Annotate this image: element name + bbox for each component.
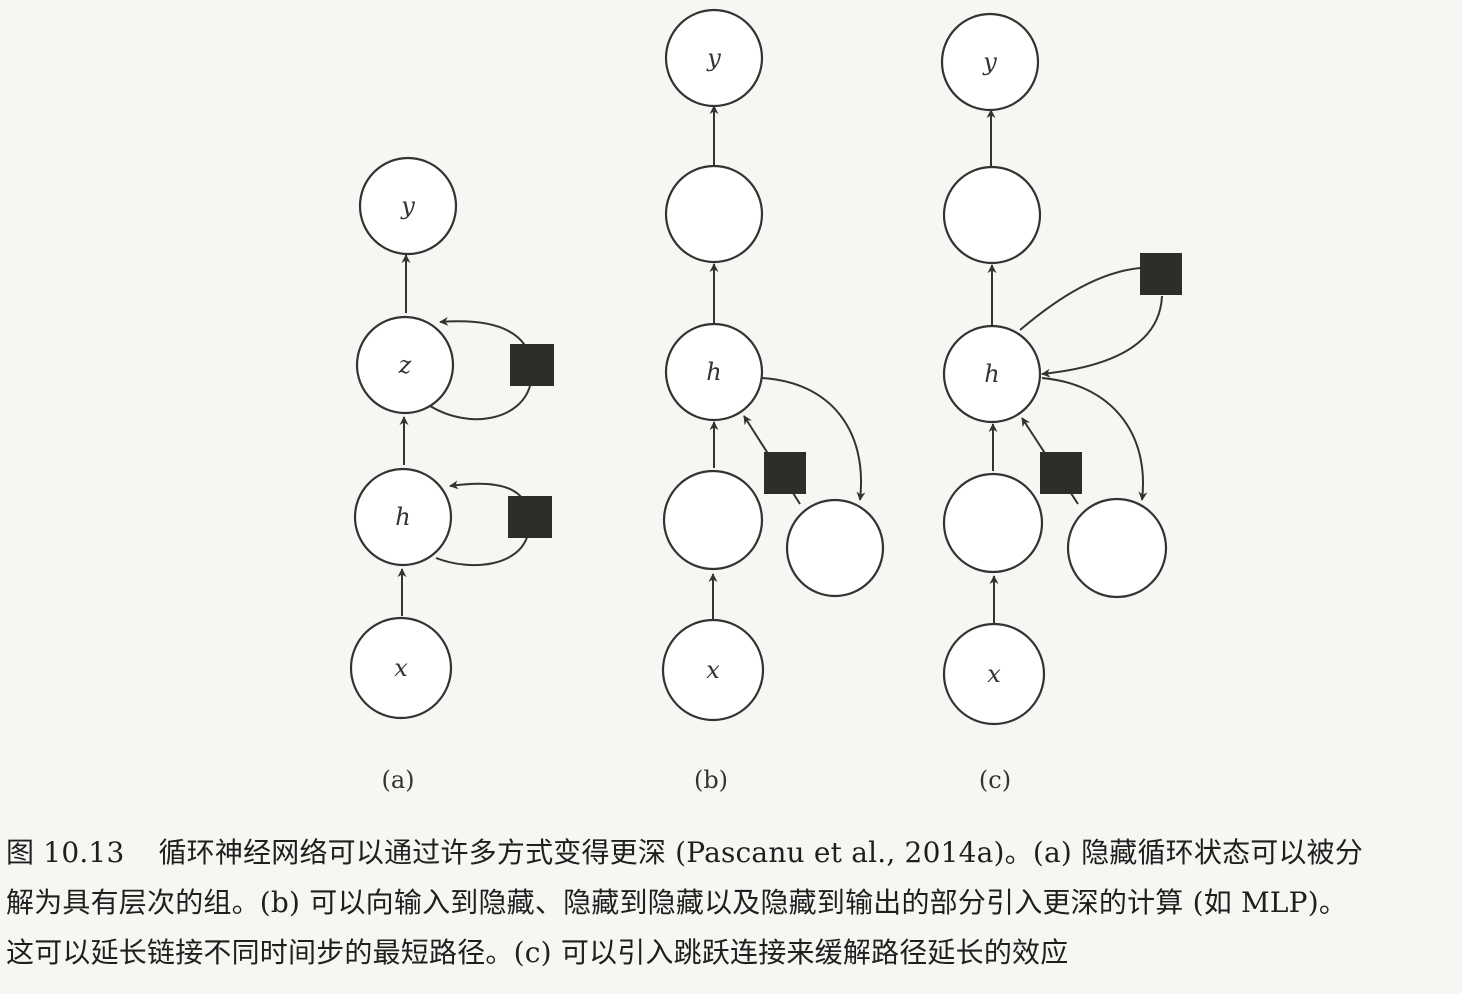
svg-text:h: h — [395, 503, 410, 531]
delay-box-b — [764, 452, 806, 494]
node-b-h: h — [664, 322, 764, 422]
node-b-mid — [662, 469, 764, 571]
svg-text:x: x — [987, 660, 1001, 688]
caption-line-1-text: 循环神经网络可以通过许多方式变得更深 (Pascanu et al., 2014… — [158, 836, 1364, 869]
svg-text:y: y — [982, 48, 997, 76]
node-c-side — [1066, 497, 1168, 599]
node-b-x: x — [661, 618, 765, 722]
node-b-y: y — [664, 8, 764, 108]
node-a-y: y — [358, 156, 458, 256]
edge-c-h-to-skip-box — [1019, 267, 1141, 331]
node-a-x: x — [349, 616, 453, 720]
svg-text:x: x — [394, 654, 408, 682]
figure-diagram: y z h x (a) y — [349, 8, 1182, 794]
svg-text:y: y — [400, 192, 415, 220]
caption-figure-number: 图 10.13 — [6, 836, 125, 869]
panel-c: y h x (c) — [940, 12, 1182, 794]
panel-c-label: (c) — [979, 766, 1011, 794]
node-a-h: h — [353, 467, 453, 567]
node-c-y: y — [940, 12, 1040, 112]
delay-box-h — [508, 496, 552, 538]
caption-line-1: 图 10.13 循环神经网络可以通过许多方式变得更深 (Pascanu et al… — [6, 828, 1456, 878]
panel-a: y z h x (a) — [349, 156, 554, 794]
svg-text:y: y — [706, 44, 721, 72]
caption-line-3: 这可以延长链接不同时间步的最短路径。(c) 可以引入跳跃连接来缓解路径延长的效应 — [6, 936, 1069, 969]
svg-text:h: h — [984, 360, 999, 388]
caption-line-2: 解为具有层次的组。(b) 可以向输入到隐藏、隐藏到隐藏以及隐藏到输出的部分引入更… — [6, 886, 1348, 919]
edge-c-skip-box-to-h — [1041, 295, 1163, 378]
node-c-top — [942, 165, 1042, 265]
node-c-x: x — [942, 622, 1046, 726]
figure-caption: 图 10.13 循环神经网络可以通过许多方式变得更深 (Pascanu et al… — [6, 828, 1456, 978]
node-a-z: z — [355, 315, 455, 415]
svg-text:h: h — [706, 358, 721, 386]
delay-box-c — [1040, 452, 1082, 494]
delay-box-c-skip — [1140, 253, 1182, 295]
node-b-side — [785, 498, 885, 598]
edge-c-h-to-side — [1041, 377, 1148, 501]
node-b-top — [664, 164, 764, 264]
delay-box-z — [510, 344, 554, 386]
edge-b-h-to-side — [761, 377, 866, 501]
node-c-mid — [942, 472, 1044, 574]
panel-b-label: (b) — [694, 766, 728, 794]
panel-a-label: (a) — [381, 766, 414, 794]
panel-b: y h x (b) — [661, 8, 885, 794]
svg-text:x: x — [706, 656, 720, 684]
node-c-h: h — [942, 324, 1042, 424]
svg-text:z: z — [398, 351, 412, 379]
